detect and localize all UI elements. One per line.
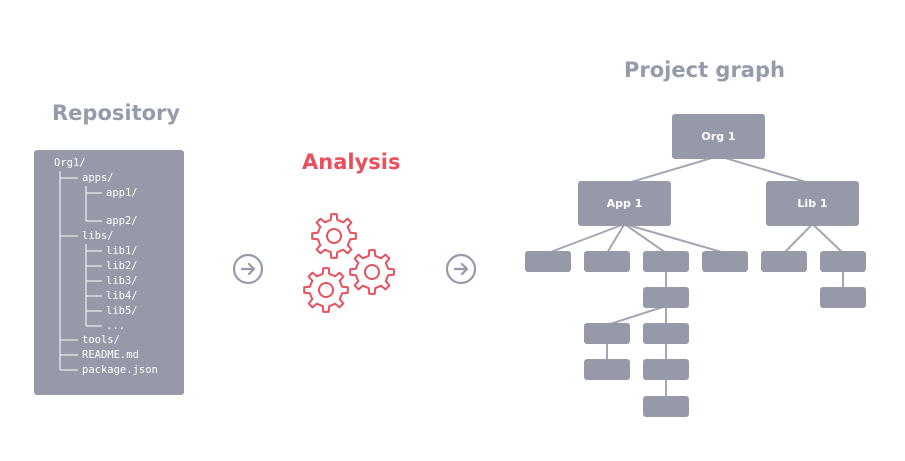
graph-edge <box>547 223 625 254</box>
tree-item: README.md <box>82 349 139 361</box>
tree-item: lib1/ <box>106 245 138 257</box>
repository-file-tree: Org1/apps/app1/app2/libs/lib1/lib2/lib3/… <box>34 150 184 395</box>
arrow-right-circle-icon <box>445 253 477 285</box>
graph-node-g2 <box>643 323 689 344</box>
tree-connector-lines <box>59 171 102 371</box>
tree-item: lib2/ <box>106 260 138 272</box>
graph-node-app1: App 1 <box>578 181 671 226</box>
graph-node-l2 <box>820 251 866 272</box>
graph-node-lib1: Lib 1 <box>766 181 859 226</box>
tree-item: lib3/ <box>106 275 138 287</box>
tree-item: Org1/ <box>54 157 86 169</box>
tree-item: tools/ <box>82 334 120 346</box>
graph-node-g2cc <box>643 396 689 417</box>
graph-node-l2c <box>820 287 866 308</box>
graph-edge <box>606 223 626 254</box>
tree-item: ... <box>106 320 125 332</box>
graph-edge <box>623 223 667 254</box>
tree-item: app2/ <box>106 215 138 227</box>
graph-node-a3 <box>643 251 689 272</box>
tree-item: lib4/ <box>106 290 138 302</box>
tree-item: apps/ <box>82 172 114 184</box>
graph-edge <box>718 155 813 185</box>
graph-edge <box>624 155 719 185</box>
project-graph-title: Project graph <box>624 58 785 82</box>
gears-icon <box>303 213 395 313</box>
graph-edge <box>624 223 726 254</box>
tree-item: app1/ <box>106 187 138 199</box>
analysis-title: Analysis <box>302 150 401 174</box>
graph-node-a4 <box>702 251 748 272</box>
tree-item: package.json <box>82 364 158 376</box>
arrow-right-circle-icon <box>232 253 264 285</box>
graph-node-a2 <box>584 251 630 272</box>
graph-node-g1 <box>584 323 630 344</box>
graph-edge <box>783 223 814 254</box>
graph-node-g2c <box>643 359 689 380</box>
graph-node-g1c <box>584 359 630 380</box>
graph-node-l1 <box>761 251 807 272</box>
graph-edge <box>811 223 844 254</box>
graph-node-a3c <box>643 287 689 308</box>
tree-item: lib5/ <box>106 305 138 317</box>
tree-item: libs/ <box>82 230 114 242</box>
repository-title: Repository <box>52 101 181 125</box>
graph-node-a1 <box>525 251 571 272</box>
graph-node-org1: Org 1 <box>672 114 765 159</box>
